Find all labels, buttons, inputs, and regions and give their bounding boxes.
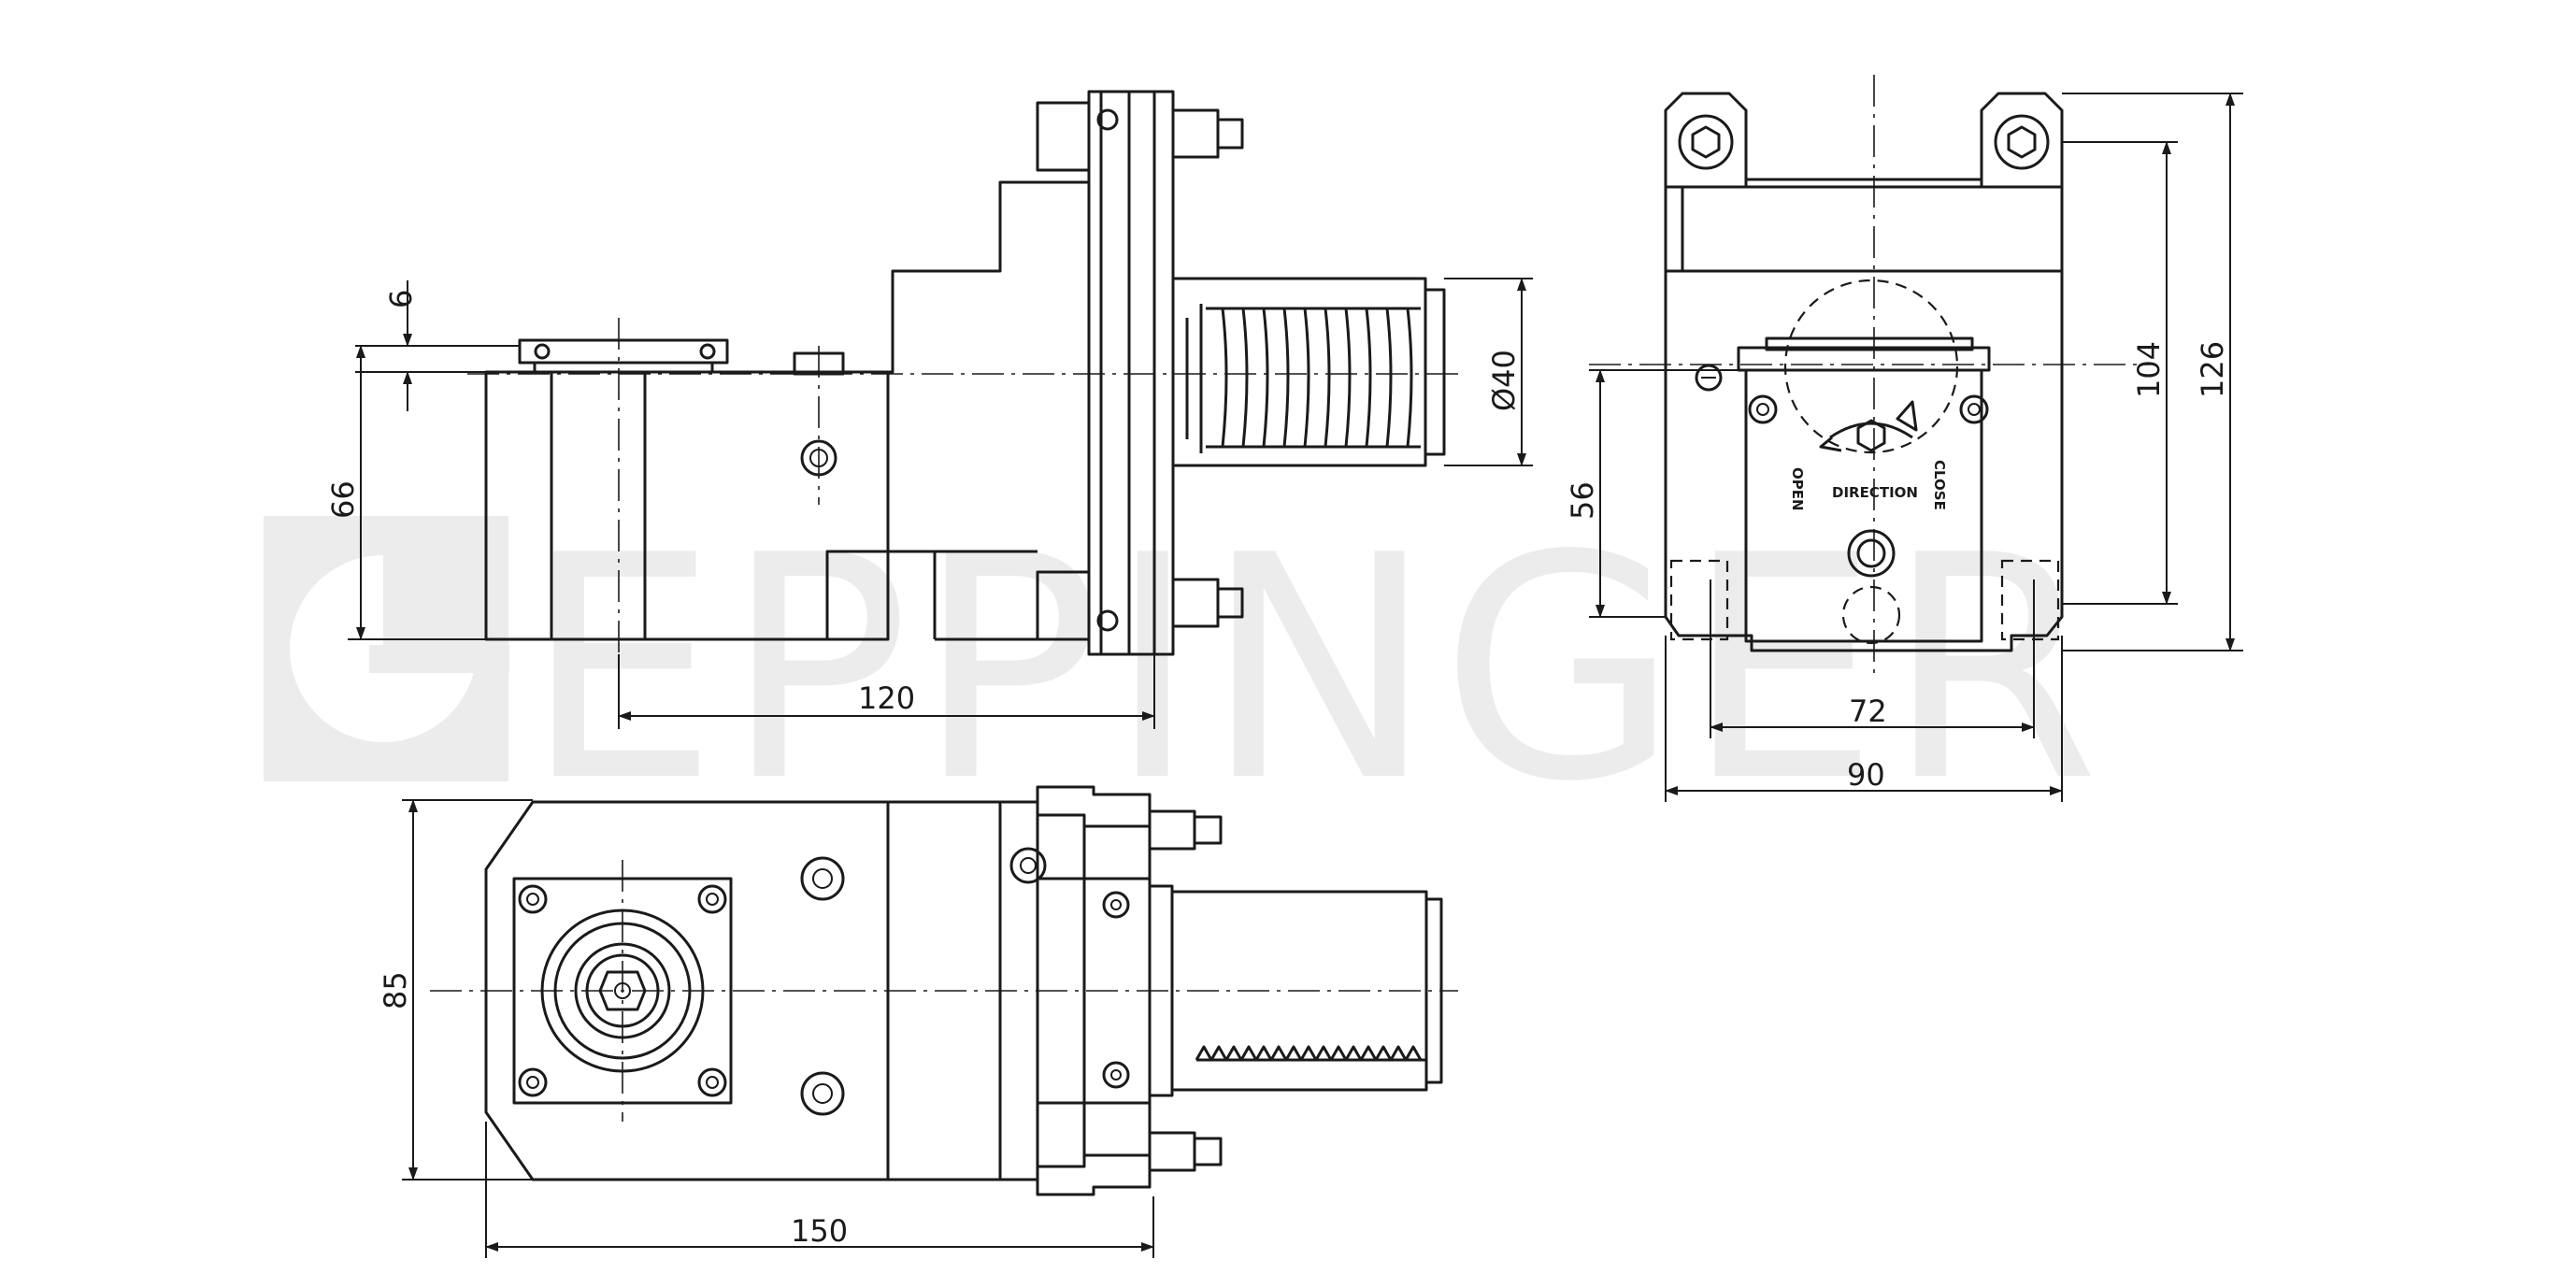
dim-length-150: 150 bbox=[791, 1213, 848, 1249]
dim-height-126: 126 bbox=[2195, 341, 2230, 398]
top-view: 85 150 bbox=[378, 785, 1458, 1258]
dim-width-72: 72 bbox=[1849, 694, 1887, 729]
dim-height-6: 6 bbox=[383, 290, 419, 308]
dim-height-104: 104 bbox=[2131, 341, 2167, 398]
side-view: 6 66 120 Ø40 bbox=[325, 90, 1533, 729]
watermark: EPPINGER bbox=[264, 490, 2105, 849]
label-close: CLOSE bbox=[1931, 460, 1948, 510]
label-direction: DIRECTION bbox=[1832, 484, 1918, 501]
watermark-brand-text: EPPINGER bbox=[523, 490, 2105, 849]
dim-width-90: 90 bbox=[1847, 757, 1885, 793]
dim-height-66: 66 bbox=[325, 480, 361, 519]
dim-length-120: 120 bbox=[858, 680, 915, 716]
label-open: OPEN bbox=[1789, 467, 1806, 511]
front-view: OPEN CLOSE DIRECTION 56 72 90 bbox=[1565, 75, 2243, 802]
dim-width-85: 85 bbox=[378, 971, 413, 1009]
dim-diameter-40: Ø40 bbox=[1486, 350, 1522, 411]
brand-logo-icon bbox=[264, 516, 509, 781]
dim-height-56: 56 bbox=[1565, 481, 1600, 520]
